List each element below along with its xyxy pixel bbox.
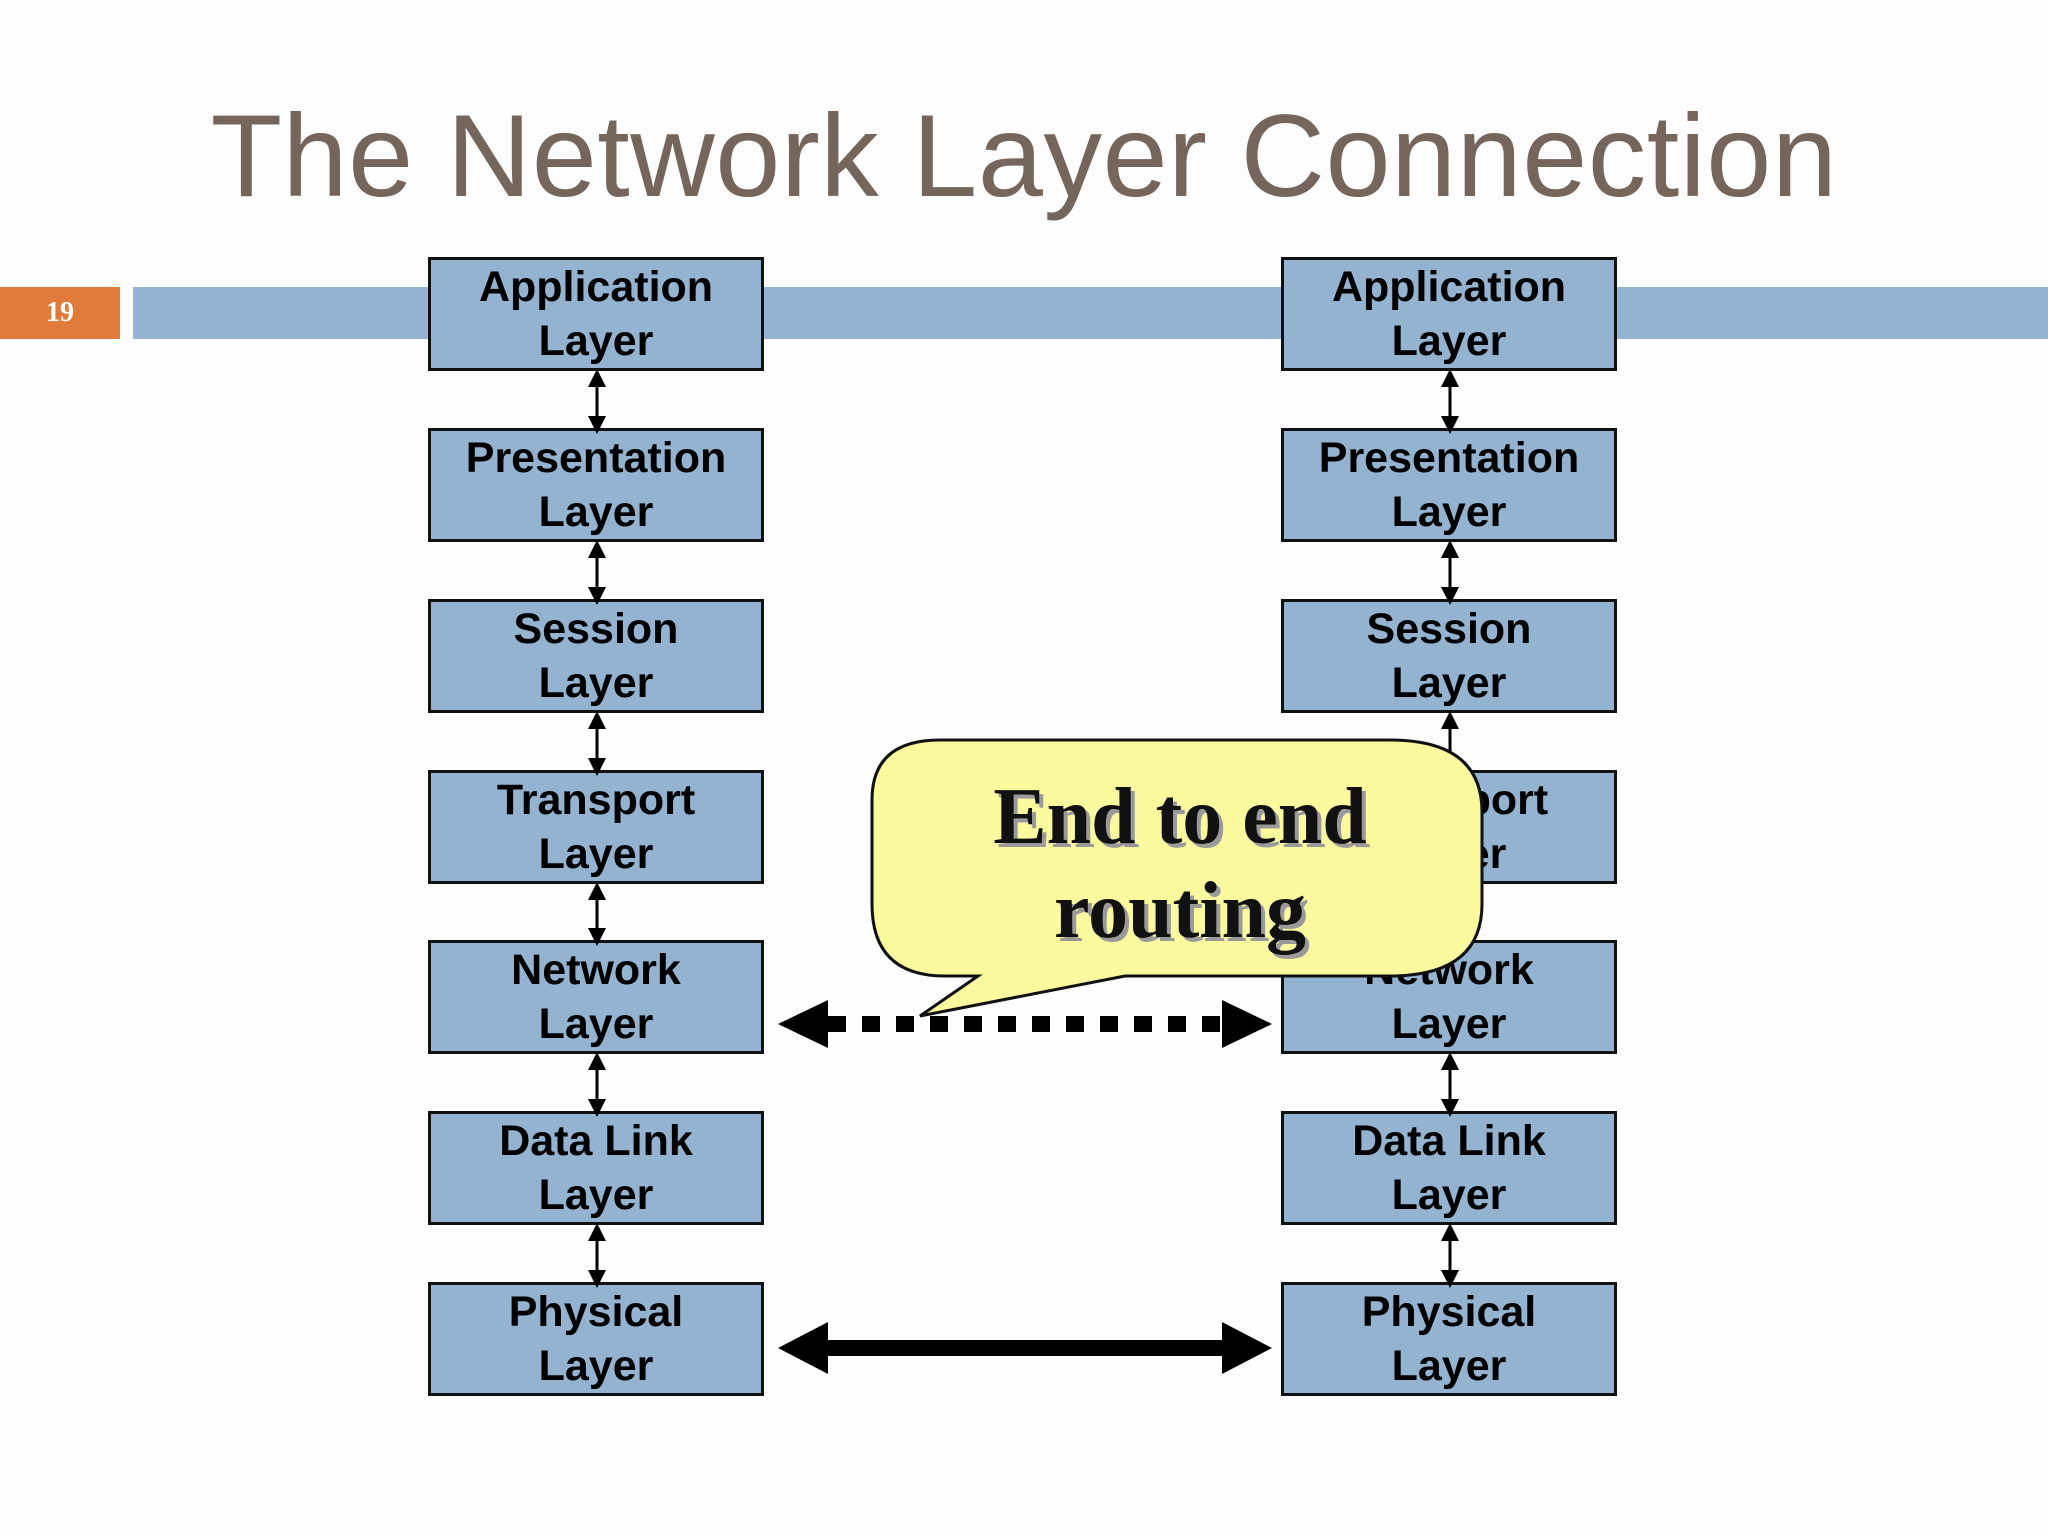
right-physical-layer: Physical Layer [1281, 1282, 1617, 1396]
layer-suffix: Layer [1391, 1342, 1507, 1390]
layer-name: Presentation [1318, 434, 1580, 482]
network-peer-arrow [778, 1000, 1272, 1048]
layer-suffix: Layer [1391, 488, 1507, 536]
right-application-layer: Application Layer [1281, 257, 1617, 371]
layer-name: Physical [508, 1288, 684, 1336]
right-session-layer: Session Layer [1281, 599, 1617, 713]
layer-suffix: Layer [538, 830, 654, 878]
left-application-layer: Application Layer [428, 257, 764, 371]
layer-name: Network [511, 946, 681, 994]
layer-suffix: Layer [1391, 659, 1507, 707]
left-transport-layer: Transport Layer [428, 770, 764, 884]
layer-name: Application [1331, 263, 1567, 311]
layer-suffix: Layer [538, 1000, 654, 1048]
layer-name: Session [1366, 605, 1532, 653]
left-physical-layer: Physical Layer [428, 1282, 764, 1396]
layer-suffix: Layer [538, 1342, 654, 1390]
arrow-right-icon [1222, 1322, 1272, 1374]
layer-name: Data Link [1352, 1117, 1546, 1165]
callout-text: End to end routing [880, 770, 1480, 958]
layer-suffix: Layer [538, 317, 654, 365]
layer-name: Application [478, 263, 714, 311]
right-data-link-layer: Data Link Layer [1281, 1111, 1617, 1225]
right-presentation-layer: Presentation Layer [1281, 428, 1617, 542]
left-data-link-layer: Data Link Layer [428, 1111, 764, 1225]
layer-name: Presentation [465, 434, 727, 482]
header-band [133, 287, 2048, 339]
layer-name: Data Link [499, 1117, 693, 1165]
layer-suffix: Layer [1391, 1171, 1507, 1219]
arrow-left-icon [778, 1322, 828, 1374]
layer-name: Physical [1361, 1288, 1537, 1336]
left-network-layer: Network Layer [428, 940, 764, 1054]
layer-suffix: Layer [538, 1171, 654, 1219]
left-session-layer: Session Layer [428, 599, 764, 713]
slide-title: The Network Layer Connection [210, 90, 1838, 221]
layer-suffix: Layer [538, 488, 654, 536]
physical-peer-arrow [778, 1322, 1272, 1374]
layer-suffix: Layer [1391, 1000, 1507, 1048]
arrow-right-icon [1222, 1000, 1272, 1048]
callout-line-2: routing [1054, 867, 1306, 955]
slide-number: 19 [0, 287, 120, 339]
arrow-left-icon [778, 1000, 828, 1048]
layer-name: Transport [496, 776, 696, 824]
layer-name: Session [513, 605, 679, 653]
layer-suffix: Layer [538, 659, 654, 707]
callout-line-1: End to end [993, 773, 1367, 861]
layer-suffix: Layer [1391, 317, 1507, 365]
left-presentation-layer: Presentation Layer [428, 428, 764, 542]
